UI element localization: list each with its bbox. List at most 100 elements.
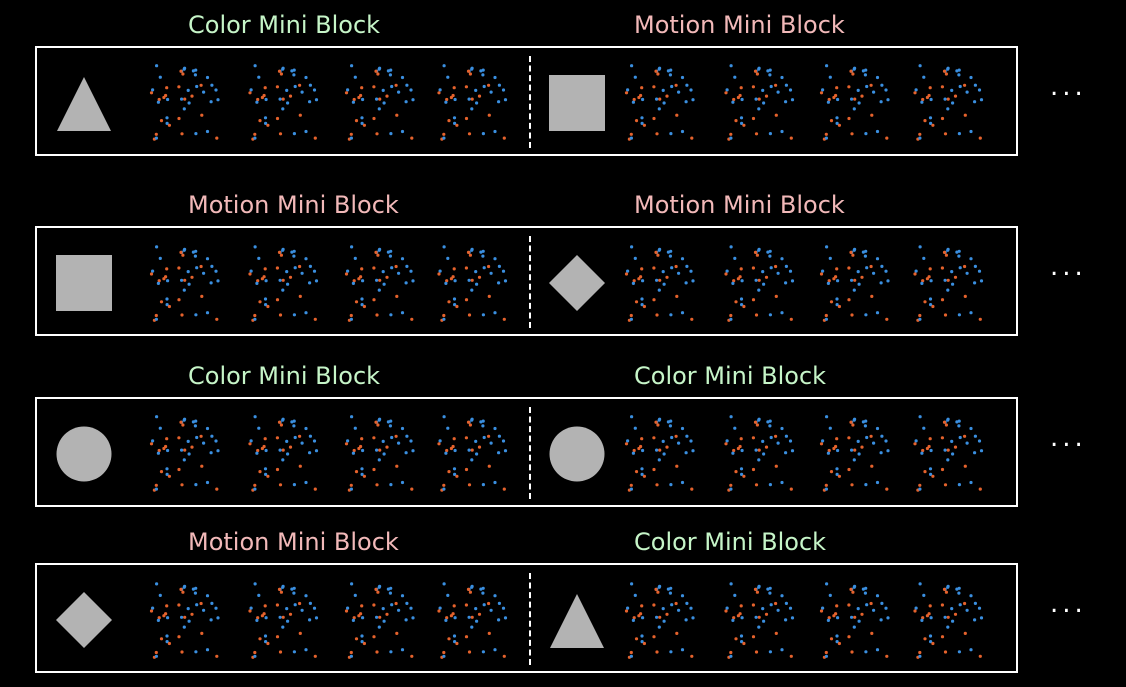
stimulus-dot	[199, 601, 203, 606]
stimulus-dot	[969, 257, 973, 261]
stimulus-dot	[668, 424, 672, 428]
stimulus-dot	[689, 88, 693, 92]
stimulus-dot	[300, 90, 304, 94]
stimulus-dot	[210, 83, 214, 87]
stimulus-dot	[400, 311, 405, 315]
stimulus-dot	[629, 136, 633, 140]
stimulus-dot	[640, 467, 644, 471]
stimulus-dot	[290, 250, 294, 254]
stimulus-dot	[464, 467, 469, 472]
stimulus-dot	[474, 88, 478, 92]
stimulus-dot	[481, 650, 485, 654]
stimulus-dot	[452, 297, 457, 301]
stimulus-dot	[253, 483, 257, 487]
stimulus-dot	[913, 609, 917, 613]
stimulus-dot	[669, 132, 673, 136]
stimulus-dot	[264, 279, 268, 283]
mini-block-label-left: Motion Mini Block	[188, 191, 399, 219]
stimulus-dot	[847, 635, 851, 639]
stimulus-dot	[278, 448, 282, 452]
stimulus-dot	[394, 434, 398, 438]
stimulus-dot	[766, 420, 770, 424]
stimulus-dot	[437, 91, 441, 95]
stimulus-dot	[751, 116, 756, 121]
stimulus-dot	[884, 88, 888, 92]
stimulus-dot	[165, 604, 169, 608]
stimulus-dot	[872, 90, 876, 94]
stimulus-dot	[946, 288, 950, 292]
stimulus-dot	[940, 85, 944, 89]
stimulus-dot	[177, 85, 181, 89]
stimulus-dot	[943, 448, 947, 452]
stimulus-dot	[466, 250, 471, 254]
stimulus-dot	[470, 67, 474, 71]
stimulus-dot	[680, 594, 685, 598]
stimulus-dot	[821, 88, 825, 92]
stimulus-dot	[180, 313, 184, 317]
stimulus-dot	[675, 294, 679, 298]
stimulus-dot	[914, 269, 918, 273]
stimulus-dot	[918, 483, 922, 487]
stimulus-dot	[624, 442, 629, 446]
stimulus-dot	[360, 267, 364, 271]
mini-block-divider	[529, 573, 531, 665]
stimulus-dot	[275, 436, 279, 440]
stimulus-dot	[157, 616, 161, 620]
stimulus-dot	[624, 272, 629, 276]
stimulus-dot	[754, 97, 758, 101]
continuation-ellipsis: ...	[1050, 72, 1087, 102]
stimulus-dot	[852, 107, 856, 111]
stimulus-dot	[470, 97, 474, 101]
stimulus-dot	[776, 90, 780, 94]
stimulus-dot	[884, 606, 888, 610]
stimulus-dot	[453, 121, 457, 125]
stimulus-dot	[275, 467, 280, 472]
stimulus-dot	[166, 97, 170, 102]
stimulus-dot	[468, 423, 472, 427]
stimulus-dot	[677, 271, 681, 275]
stimulus-dot	[852, 585, 856, 589]
stimulus-dot	[640, 121, 644, 125]
stimulus-dot	[626, 606, 630, 610]
stimulus-dot	[377, 67, 381, 71]
stimulus-dot	[164, 612, 168, 616]
stimulus-dot	[629, 487, 633, 491]
stimulus-dot	[757, 625, 761, 629]
stimulus-dot	[298, 631, 302, 635]
dot-stimulus	[149, 582, 220, 659]
stimulus-dot	[640, 267, 644, 271]
stimulus-dot	[774, 631, 778, 635]
stimulus-dot	[266, 641, 270, 646]
stimulus-dot	[262, 93, 266, 98]
stimulus-dot	[641, 279, 645, 283]
stimulus-dot	[159, 300, 164, 304]
stimulus-dot	[209, 451, 213, 455]
stimulus-dot	[389, 483, 393, 487]
mini-block-label-right: Motion Mini Block	[634, 11, 845, 39]
stimulus-dot	[847, 436, 851, 440]
stimulus-dot	[944, 423, 948, 427]
stimulus-dot	[757, 67, 761, 71]
stimulus-dot	[639, 93, 643, 98]
stimulus-dot	[165, 437, 169, 441]
stimulus-dot	[487, 113, 491, 117]
stimulus-dot	[479, 420, 483, 424]
stimulus-dot	[165, 297, 169, 301]
stimulus-dot	[979, 449, 984, 453]
stimulus-dot	[657, 107, 661, 111]
stimulus-dot	[914, 439, 918, 443]
stimulus-dot	[769, 603, 773, 607]
stimulus-dot	[451, 275, 455, 279]
stimulus-dot	[973, 618, 977, 622]
stimulus-dot	[470, 107, 474, 111]
stimulus-dot	[194, 313, 198, 317]
stimulus-dot	[946, 248, 950, 252]
stimulus-dot	[279, 423, 283, 427]
stimulus-dot	[929, 640, 933, 644]
stimulus-dot	[445, 616, 449, 620]
stimulus-dot	[411, 616, 415, 620]
stimulus-dot	[442, 245, 446, 249]
stimulus-dot	[205, 426, 210, 431]
stimulus-dot	[739, 604, 743, 608]
stimulus-dot	[957, 591, 961, 595]
